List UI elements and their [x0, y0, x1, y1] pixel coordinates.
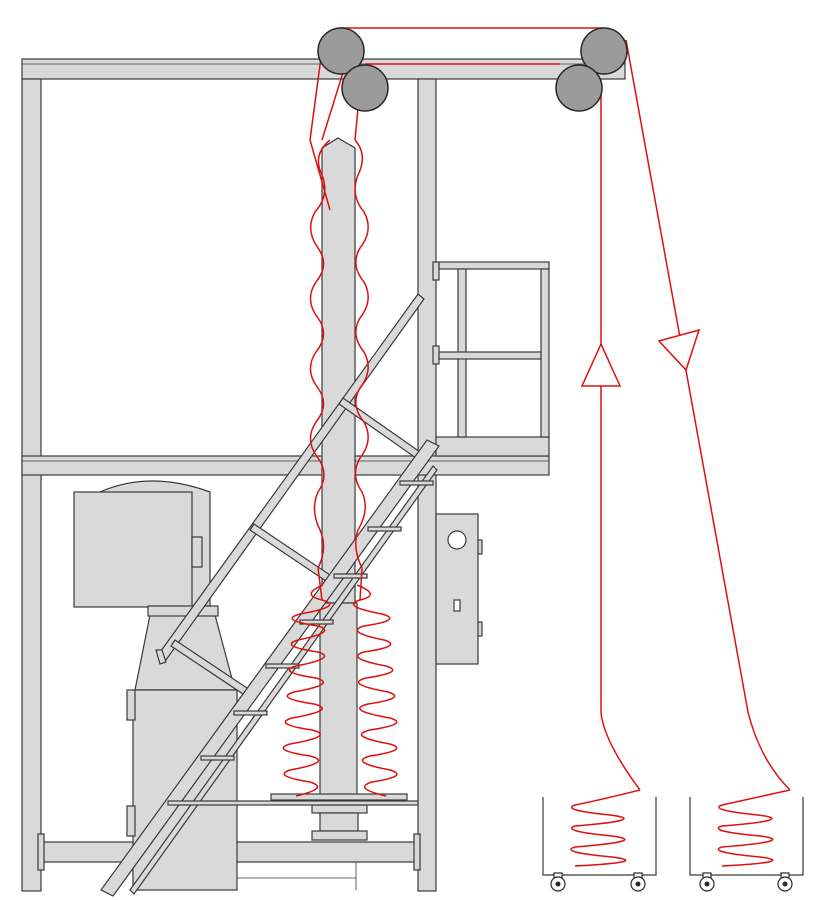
control-switch-icon [453, 599, 461, 612]
wheel-icon [699, 872, 715, 892]
bracing [155, 293, 425, 697]
mid-beam [21, 455, 550, 476]
control-panel [435, 513, 479, 665]
motor-housing [73, 480, 357, 891]
wheel-icon [777, 872, 793, 892]
pulleys [317, 27, 628, 112]
pulley-icon [555, 64, 603, 112]
central-column [270, 137, 408, 841]
wheel-icon [630, 872, 646, 892]
control-knob-icon [447, 530, 467, 550]
left-post [21, 78, 42, 892]
steel-frame [21, 58, 626, 892]
platform-railing [435, 261, 550, 457]
pulley-icon [317, 27, 365, 75]
pulley-icon [580, 27, 628, 75]
down-arrow-icon [657, 328, 701, 372]
up-arrow-icon [580, 342, 622, 387]
motor-box [73, 491, 193, 608]
bin-1 [542, 789, 657, 892]
stair-treads [167, 480, 434, 806]
wheel-icon [550, 872, 566, 892]
staircase [100, 439, 440, 897]
platform-deck [435, 436, 550, 457]
pulley-icon [341, 64, 389, 112]
helical-coils [282, 584, 398, 797]
bin-2 [689, 789, 804, 892]
